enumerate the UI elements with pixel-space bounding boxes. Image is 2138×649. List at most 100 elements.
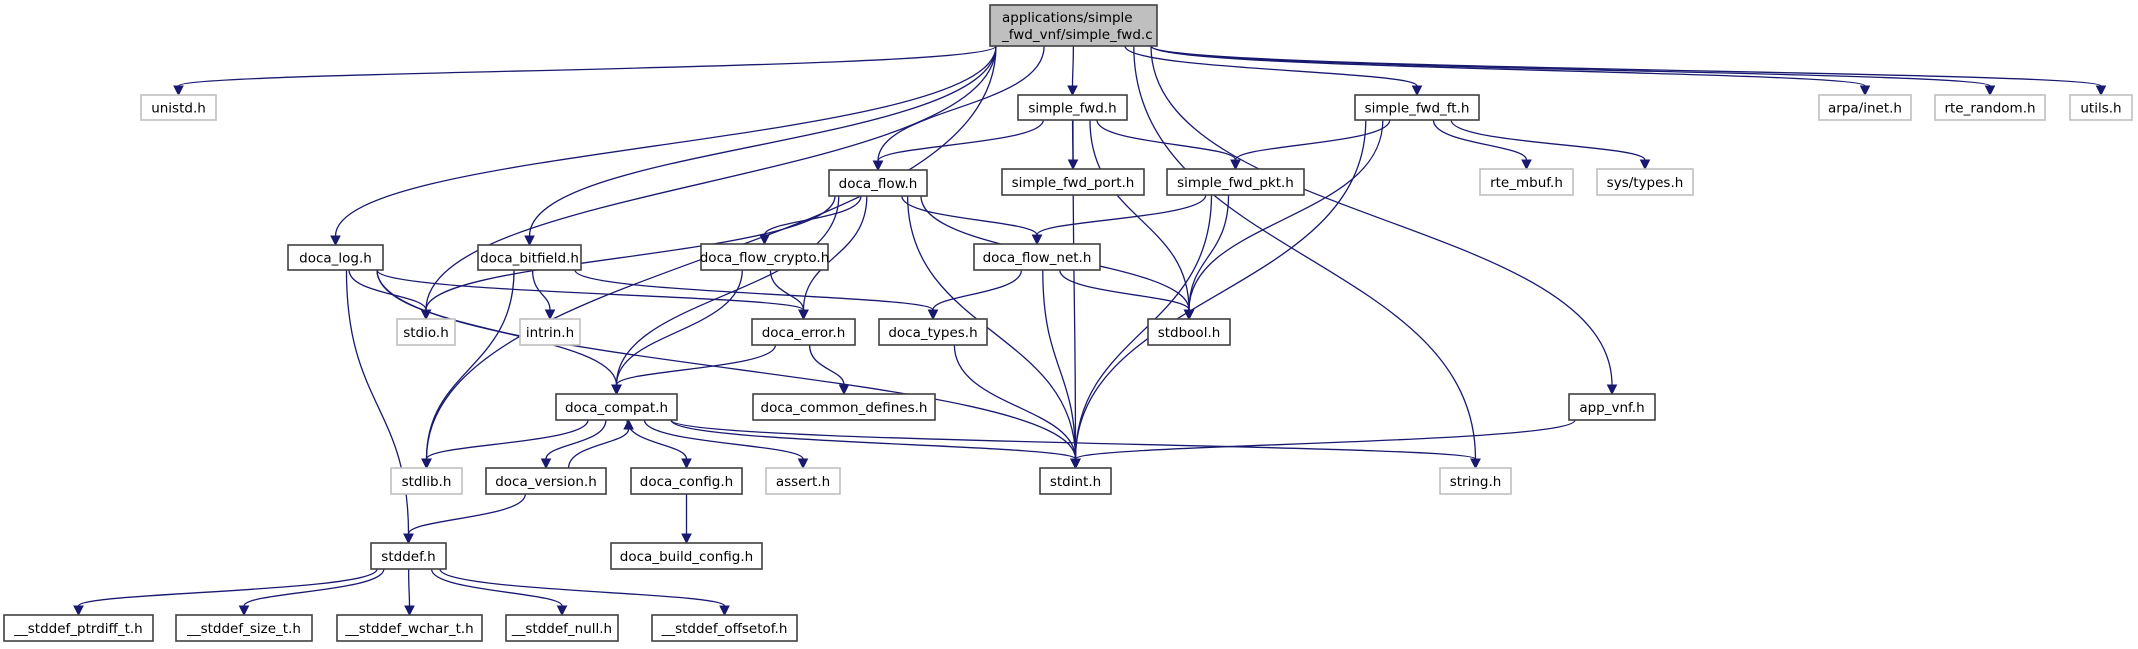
node-label: arpa/inet.h: [1828, 101, 1902, 117]
node-box: [752, 393, 936, 421]
edge-stddef-to-stddef_offsetof: [439, 568, 730, 617]
node-label: intrin.h: [526, 325, 574, 341]
edge-app_vnf-to-stdint: [1070, 419, 1576, 470]
node-string[interactable]: string.h: [1439, 467, 1512, 495]
node-doca-config[interactable]: doca_config.h: [630, 467, 743, 495]
node-doca-types[interactable]: doca_types.h: [878, 318, 988, 346]
arrowhead-icon: [797, 458, 809, 470]
node-stdlib[interactable]: stdlib.h: [390, 467, 463, 495]
edge-simple_fwd-to-simple_fwd_pkt: [1096, 119, 1241, 171]
node-label: string.h: [1450, 474, 1502, 490]
edge-doca_flow_net-to-doca_types: [927, 269, 1023, 321]
node-stdio[interactable]: stdio.h: [396, 318, 456, 346]
node-box: [1166, 168, 1305, 196]
node-stdint[interactable]: stdint.h: [1039, 467, 1112, 495]
edge-root-to-simple_fwd_ft: [1124, 45, 1423, 97]
edge-doca_bitfield-to-doca_types: [574, 269, 939, 321]
edge-doca_error-to-doca_common_defines: [808, 344, 850, 396]
node-box: [828, 169, 928, 197]
node-stddef[interactable]: stddef.h: [370, 542, 447, 570]
node-doca-flow-crypto[interactable]: doca_flow_crypto.h: [700, 243, 830, 271]
node-box: [2069, 94, 2133, 121]
arrowhead-icon: [421, 458, 432, 470]
node-simple-fwd[interactable]: simple_fwd.h: [1017, 94, 1128, 121]
node-stddef-offsetof[interactable]: __stddef_offsetof.h: [651, 614, 798, 642]
edge-simple_fwd_ft-to-stdbool: [1183, 119, 1384, 321]
node-sys-types[interactable]: sys/types.h: [1596, 168, 1694, 196]
node-app-vnf[interactable]: app_vnf.h: [1568, 393, 1656, 421]
node-doca-version[interactable]: doca_version.h: [485, 467, 607, 495]
node-box: [1818, 94, 1912, 121]
node-doca-common-defines[interactable]: doca_common_defines.h: [752, 393, 936, 421]
node-box: [485, 467, 607, 495]
arrowhead-icon: [2095, 85, 2107, 97]
arrowhead-icon: [927, 309, 939, 321]
node-box: [505, 614, 619, 642]
node-stddef-wchar[interactable]: __stddef_wchar_t.h: [336, 614, 483, 642]
node-box: [610, 542, 763, 570]
node-doca-compat[interactable]: doca_compat.h: [555, 393, 678, 421]
arrowhead-icon: [1984, 85, 1996, 97]
arrowhead-icon: [1639, 159, 1651, 171]
node-box: [1596, 168, 1694, 196]
arrowhead-icon: [73, 605, 84, 617]
node-doca-build-config[interactable]: doca_build_config.h: [610, 542, 763, 570]
node-unistd[interactable]: unistd.h: [140, 94, 217, 121]
arrowhead-icon: [330, 235, 341, 247]
node-box: [140, 94, 217, 121]
node-box: [1147, 318, 1231, 346]
node-stddef-null[interactable]: __stddef_null.h: [505, 614, 619, 642]
node-stddef-ptrdiff[interactable]: __stddef_ptrdiff_t.h: [3, 614, 154, 642]
node-label: __stddef_ptrdiff_t.h: [13, 621, 142, 637]
edge-simple_fwd_ft-to-sys_types: [1450, 119, 1651, 171]
arrowhead-icon: [681, 533, 692, 545]
node-label: rte_mbuf.h: [1490, 175, 1563, 191]
node-rte-random[interactable]: rte_random.h: [1934, 94, 2046, 121]
node-box: [287, 244, 384, 271]
edge-doca_config-to-doca_build_config: [681, 494, 692, 545]
node-doca-flow[interactable]: doca_flow.h: [828, 169, 928, 197]
node-box: [1439, 467, 1512, 495]
node-intrin[interactable]: intrin.h: [519, 318, 581, 346]
arrowhead-icon: [404, 605, 415, 617]
arrowhead-icon: [1521, 159, 1532, 171]
node-label: stdio.h: [403, 325, 449, 341]
node-box: [1017, 94, 1128, 121]
edge-doca_log-to-stdio: [348, 269, 432, 321]
edge-root-to-simple_fwd: [1067, 45, 1078, 97]
node-utils[interactable]: utils.h: [2069, 94, 2133, 121]
edge-doca_error-to-doca_compat: [611, 344, 777, 396]
node-root[interactable]: applications/simple_fwd_vnf/simple_fwd.c: [989, 4, 1158, 47]
node-label: app_vnf.h: [1579, 400, 1644, 416]
arrowhead-icon: [556, 605, 568, 617]
node-label: rte_random.h: [1944, 101, 2035, 117]
node-label: __stddef_null.h: [511, 621, 612, 637]
node-assert[interactable]: assert.h: [765, 467, 841, 495]
node-doca-error[interactable]: doca_error.h: [751, 318, 856, 346]
node-label: doca_flow_crypto.h: [700, 250, 830, 266]
node-box: [370, 542, 447, 570]
nodes-layer: applications/simple_fwd_vnf/simple_fwd.c…: [3, 4, 2133, 642]
node-arpa-inet[interactable]: arpa/inet.h: [1818, 94, 1912, 121]
node-doca-bitfield[interactable]: doca_bitfield.h: [477, 244, 582, 271]
node-label: doca_types.h: [888, 325, 977, 341]
edge-doca_compat-to-doca_version: [540, 419, 607, 470]
node-label: doca_version.h: [495, 474, 597, 490]
node-stdbool[interactable]: stdbool.h: [1147, 318, 1231, 346]
arrowhead-icon: [611, 384, 622, 396]
node-simple-fwd-ft[interactable]: simple_fwd_ft.h: [1354, 94, 1480, 121]
arrowhead-icon: [524, 235, 535, 247]
node-stddef-size[interactable]: __stddef_size_t.h: [175, 614, 313, 642]
node-box: [765, 467, 841, 495]
node-doca-log[interactable]: doca_log.h: [287, 244, 384, 271]
node-simple-fwd-port[interactable]: simple_fwd_port.h: [1001, 168, 1145, 196]
edge-doca_compat-to-assert: [643, 419, 809, 470]
node-box: [175, 614, 313, 642]
node-rte-mbuf[interactable]: rte_mbuf.h: [1479, 168, 1574, 196]
node-box: [1934, 94, 2046, 121]
node-label: doca_error.h: [762, 325, 846, 341]
node-doca-flow-net[interactable]: doca_flow_net.h: [973, 243, 1101, 271]
edge-root-to-unistd: [173, 45, 997, 97]
node-simple-fwd-pkt[interactable]: simple_fwd_pkt.h: [1166, 168, 1305, 196]
